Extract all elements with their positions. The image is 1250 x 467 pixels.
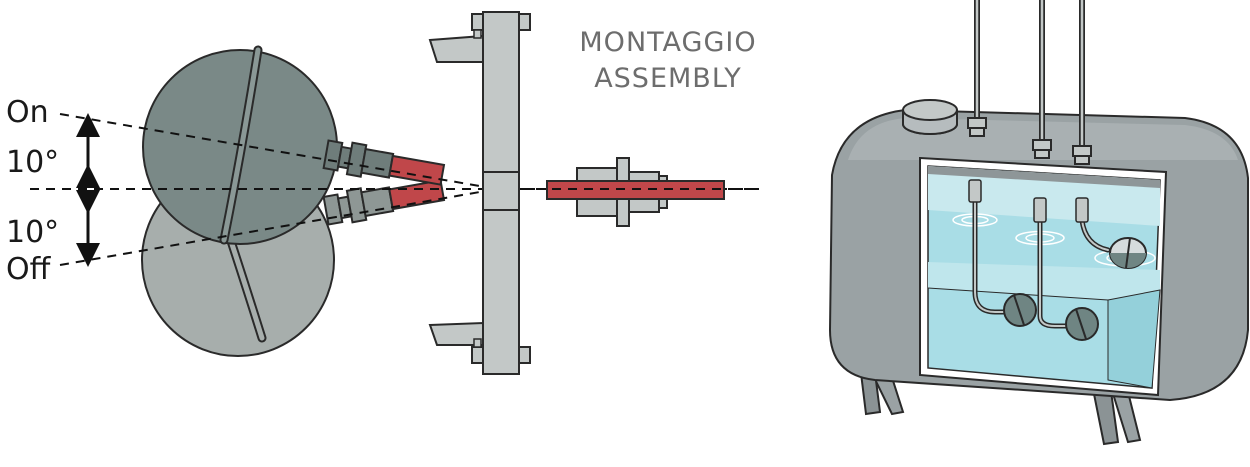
mounting-bracket — [428, 11, 531, 375]
label-angle-top: 10° — [6, 145, 59, 180]
label-off: Off — [6, 252, 52, 287]
title-italian: MONTAGGIO — [579, 27, 756, 58]
label-angle-bottom: 10° — [6, 215, 59, 250]
title-english: ASSEMBLY — [594, 63, 742, 94]
cable-gland-fitting — [546, 157, 725, 227]
tank-illustration — [828, 0, 1249, 446]
float-on-position — [142, 45, 446, 245]
label-on: On — [6, 95, 49, 130]
